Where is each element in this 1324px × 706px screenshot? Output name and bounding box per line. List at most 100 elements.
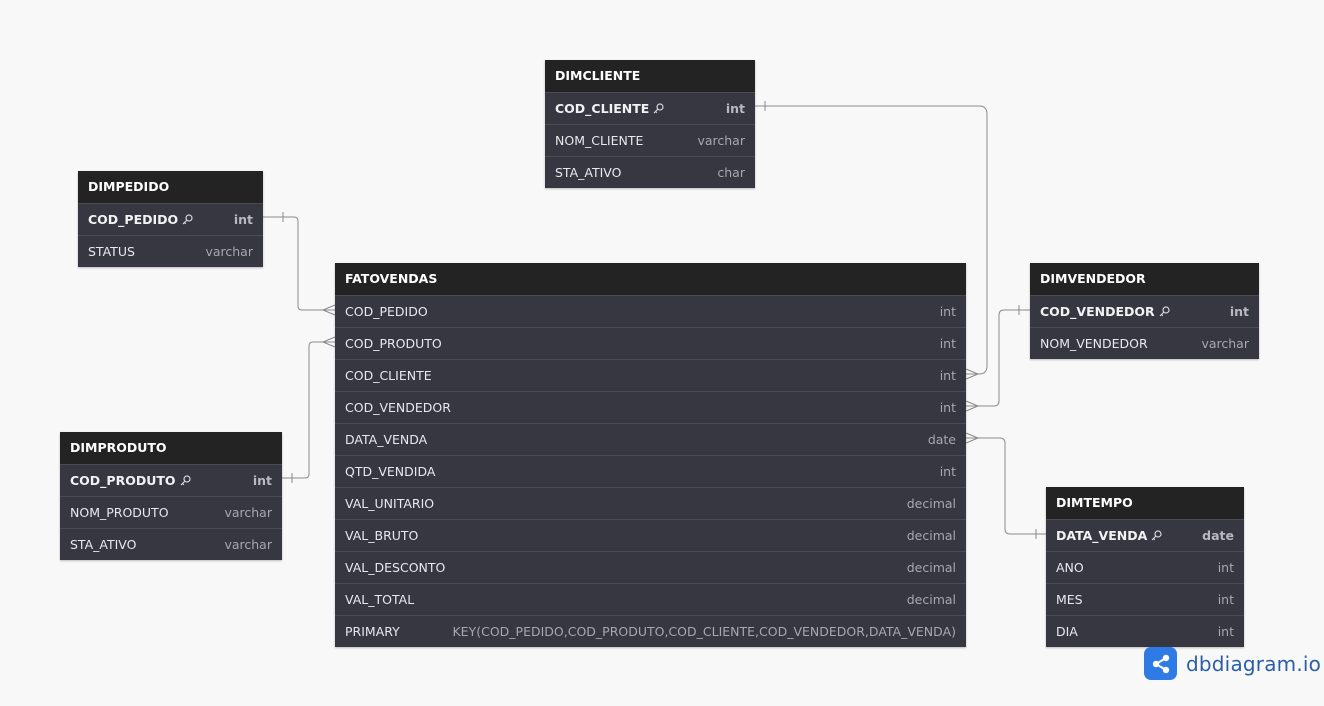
column-row[interactable]: NOM_CLIENTE varchar (545, 124, 755, 156)
relation-pedido[interactable] (263, 212, 336, 316)
column-row[interactable]: COD_PEDIDO int (335, 295, 966, 327)
brand-logo[interactable]: dbdiagram.io (1144, 647, 1321, 680)
column-row[interactable]: DATA_VENDA date (1046, 519, 1244, 551)
relation-produto[interactable] (282, 336, 336, 483)
column-name: VAL_TOTAL (345, 592, 415, 607)
column-row[interactable]: VAL_TOTAL decimal (335, 583, 966, 615)
column-row[interactable]: QTD_VENDIDA int (335, 455, 966, 487)
column-type: date (927, 432, 956, 447)
table-dimproduto[interactable]: DIMPRODUTO COD_PRODUTO int NOM_PRODUTO v… (60, 432, 282, 560)
column-type: int (1229, 304, 1249, 319)
primary-key-icon (180, 466, 191, 497)
column-type: int (1217, 560, 1234, 575)
column-type: decimal (906, 560, 956, 575)
column-row[interactable]: VAL_UNITARIO decimal (335, 487, 966, 519)
column-row[interactable]: COD_VENDEDOR int (335, 391, 966, 423)
relation-vendedor[interactable] (965, 305, 1030, 412)
column-name: NOM_PRODUTO (70, 505, 169, 520)
column-name: PRIMARY (345, 624, 400, 639)
column-type: int (1217, 624, 1234, 639)
column-name: COD_VENDEDOR (1040, 304, 1155, 319)
column-row[interactable]: STA_ATIVO varchar (60, 528, 282, 560)
column-row[interactable]: VAL_BRUTO decimal (335, 519, 966, 551)
column-row[interactable]: NOM_PRODUTO varchar (60, 496, 282, 528)
column-name: COD_PEDIDO (88, 212, 179, 227)
column-name: MES (1056, 592, 1083, 607)
table-header[interactable]: DIMVENDEDOR (1030, 263, 1259, 295)
column-type: int (233, 212, 253, 227)
column-type: varchar (1201, 336, 1249, 351)
column-type: char (717, 165, 745, 180)
column-name: ANO (1056, 560, 1084, 575)
column-type: int (725, 101, 745, 116)
column-type: varchar (697, 133, 745, 148)
column-row[interactable]: ANO int (1046, 551, 1244, 583)
column-name: QTD_VENDIDA (345, 464, 436, 479)
column-name: COD_PEDIDO (345, 304, 428, 319)
column-type: int (939, 400, 956, 415)
column-type: date (1202, 528, 1234, 543)
column-row[interactable]: DATA_VENDA date (335, 423, 966, 455)
column-type: int (939, 336, 956, 351)
column-type: varchar (205, 244, 253, 259)
column-row[interactable]: COD_PEDIDO int (78, 203, 263, 235)
column-type: KEY(COD_PEDIDO,COD_PRODUTO,COD_CLIENTE,C… (452, 624, 956, 639)
table-header[interactable]: FATOVENDAS (335, 263, 966, 295)
column-name: VAL_UNITARIO (345, 496, 435, 511)
column-row[interactable]: COD_CLIENTE int (545, 92, 755, 124)
primary-key-icon (1151, 521, 1162, 552)
column-row[interactable]: NOM_VENDEDOR varchar (1030, 327, 1259, 359)
column-name: VAL_BRUTO (345, 528, 419, 543)
primary-key-icon (653, 94, 664, 125)
column-type: int (939, 464, 956, 479)
column-name: COD_VENDEDOR (345, 400, 451, 415)
column-row[interactable]: STATUS varchar (78, 235, 263, 267)
table-header[interactable]: DIMPEDIDO (78, 171, 263, 203)
column-name: DATA_VENDA (345, 432, 428, 447)
column-name: COD_PRODUTO (70, 473, 176, 488)
column-row[interactable]: MES int (1046, 583, 1244, 615)
column-name: VAL_DESCONTO (345, 560, 446, 575)
column-type: varchar (224, 505, 272, 520)
column-row[interactable]: STA_ATIVO char (545, 156, 755, 188)
table-header[interactable]: DIMCLIENTE (545, 60, 755, 92)
column-name: DIA (1056, 624, 1078, 639)
table-dimcliente[interactable]: DIMCLIENTE COD_CLIENTE int NOM_CLIENTE v… (545, 60, 755, 188)
column-name: COD_CLIENTE (555, 101, 650, 116)
column-row[interactable]: VAL_DESCONTO decimal (335, 551, 966, 583)
brand-name: dbdiagram.io (1186, 651, 1322, 676)
column-row[interactable]: COD_VENDEDOR int (1030, 295, 1259, 327)
column-row-primary-key[interactable]: PRIMARY KEY(COD_PEDIDO,COD_PRODUTO,COD_CL… (335, 615, 966, 647)
table-dimvendedor[interactable]: DIMVENDEDOR COD_VENDEDOR int NOM_VENDEDO… (1030, 263, 1259, 359)
column-type: decimal (906, 496, 956, 511)
column-type: int (939, 368, 956, 383)
column-row[interactable]: DIA int (1046, 615, 1244, 647)
column-name: NOM_CLIENTE (555, 133, 644, 148)
column-name: STA_ATIVO (555, 165, 622, 180)
table-header[interactable]: DIMTEMPO (1046, 487, 1244, 519)
column-name: NOM_VENDEDOR (1040, 336, 1148, 351)
table-dimpedido[interactable]: DIMPEDIDO COD_PEDIDO int STATUS varchar (78, 171, 263, 267)
column-type: decimal (906, 528, 956, 543)
table-header[interactable]: DIMPRODUTO (60, 432, 282, 464)
column-type: int (939, 304, 956, 319)
column-type: int (252, 473, 272, 488)
column-name: STATUS (88, 244, 135, 259)
column-name: COD_CLIENTE (345, 368, 432, 383)
column-row[interactable]: COD_PRODUTO int (60, 464, 282, 496)
column-name: COD_PRODUTO (345, 336, 442, 351)
relation-tempo[interactable] (965, 432, 1046, 539)
column-name: DATA_VENDA (1056, 528, 1148, 543)
column-row[interactable]: COD_CLIENTE int (335, 359, 966, 391)
column-type: int (1217, 592, 1234, 607)
table-dimtempo[interactable]: DIMTEMPO DATA_VENDA date ANO int MES int D… (1046, 487, 1244, 647)
column-type: decimal (906, 592, 956, 607)
column-type: varchar (224, 537, 272, 552)
primary-key-icon (1159, 297, 1170, 328)
column-name: STA_ATIVO (70, 537, 137, 552)
column-row[interactable]: COD_PRODUTO int (335, 327, 966, 359)
primary-key-icon (182, 205, 193, 236)
share-nodes-icon (1144, 647, 1177, 680)
